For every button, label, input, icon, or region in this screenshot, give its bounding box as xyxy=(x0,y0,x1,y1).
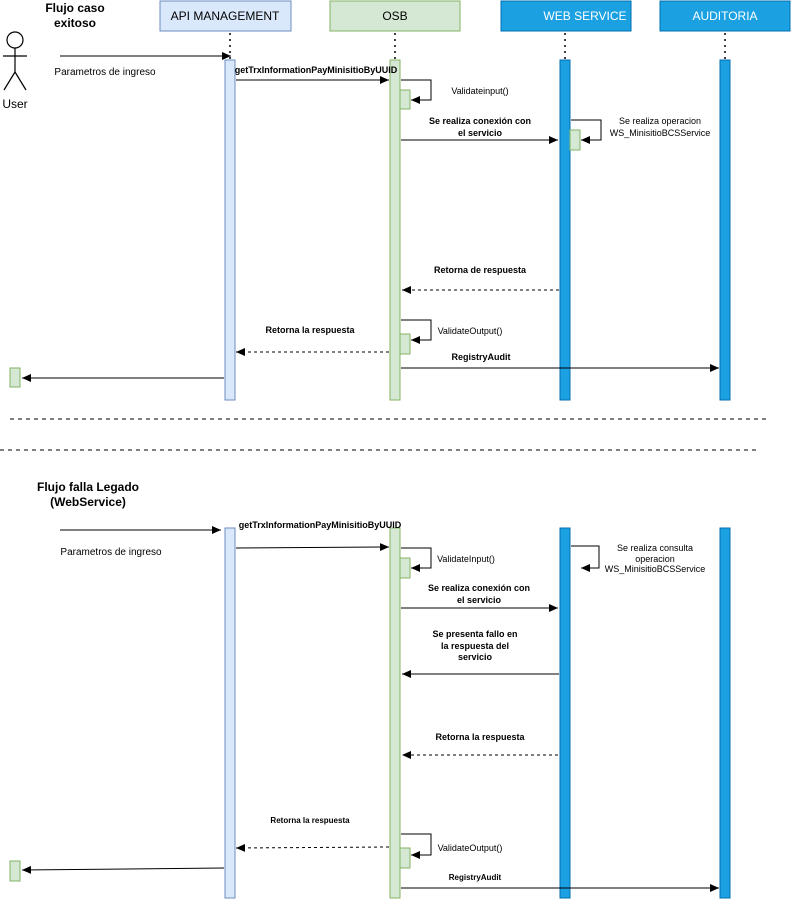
flow2-call-label: getTrxInformationPayMinisitioByUUID xyxy=(239,520,402,530)
flow1-call-label: getTrxInformationPayMinisitioByUUID xyxy=(235,65,398,75)
svg-text:AUDITORIA: AUDITORIA xyxy=(692,9,757,23)
flow2-user-return-arrow xyxy=(21,865,225,874)
flow1-title-line2: exitoso xyxy=(54,16,96,30)
flow1-connect-label-2: el servicio xyxy=(458,128,503,138)
flow2-return-api-arrow xyxy=(235,843,390,852)
flow2-params-label: Parametros de ingreso xyxy=(60,547,162,558)
flow2-failure-label-3: servicio xyxy=(458,652,493,662)
flow1-operation-label-2: WS_MinisitioBCSService xyxy=(610,128,711,138)
flow2-return-osb-label: Retorna la respuesta xyxy=(435,732,525,742)
flow1-connect-label-1: Se realiza conexión con xyxy=(429,116,531,126)
flow1-validate-input-label: Validateinput() xyxy=(451,86,508,96)
flow2-operation-arrow xyxy=(571,545,600,572)
participant-auditoria: AUDITORIA xyxy=(659,0,791,32)
flow1-ws-self-activation xyxy=(569,129,581,151)
flow1-ws-activation xyxy=(559,59,571,401)
flow2-call-arrow xyxy=(235,543,390,552)
flow1-osb-self-activation-1 xyxy=(399,89,411,110)
flow1-osb-self-activation-2 xyxy=(399,333,411,355)
flow2-osb-activation xyxy=(389,527,401,899)
flow2-connect-label-1: Se realiza conexión con xyxy=(428,583,530,593)
flow1-return-api-label: Retorna la respuesta xyxy=(265,325,355,335)
flow2-validate-input-label: ValidateInput() xyxy=(437,554,495,564)
flow1-api-activation xyxy=(224,59,236,401)
flow1-registry-label: RegistryAudit xyxy=(451,352,510,362)
flow2-return-api-label: Retorna la respuesta xyxy=(270,816,350,825)
user-actor-icon xyxy=(3,31,27,91)
svg-text:API MANAGEMENT: API MANAGEMENT xyxy=(171,9,280,23)
flow2-api-activation xyxy=(224,527,236,899)
flow2-operation-label-1: Se realiza consulta xyxy=(617,543,693,553)
flow2-osb-self-activation-2 xyxy=(399,847,411,869)
flow1-title-line1: Flujo caso xyxy=(45,1,104,15)
flow1-params-label: Parametros de ingreso xyxy=(54,67,156,78)
flow2-operation-label-3: WS_MinisitioBCSService xyxy=(605,564,706,574)
flow1-validate-output-label: ValidateOutput() xyxy=(438,326,503,336)
participant-web-service: WEB SERVICE xyxy=(500,0,632,32)
flow2-osb-self-activation-1 xyxy=(399,557,411,579)
flow2-title-line1: Flujo falla Legado xyxy=(37,480,139,494)
flow1-return-response-label: Retorna de respuesta xyxy=(434,265,527,275)
flow1-osb-activation xyxy=(389,59,401,401)
participant-osb: OSB xyxy=(329,0,461,32)
flow2-ws-activation xyxy=(559,527,571,899)
flow1-operation-label-1: Se realiza operacion xyxy=(619,116,701,126)
flow2-user-activation xyxy=(9,860,21,882)
flow2-audit-activation xyxy=(719,527,731,899)
flow2-operation-label-2: operacion xyxy=(635,554,675,564)
flow2-title-line2: (WebService) xyxy=(50,495,126,509)
user-label: User xyxy=(2,97,27,111)
flow2-validate-output-arrow xyxy=(401,833,432,859)
flow2-registry-label: RegistryAudit xyxy=(449,873,502,882)
flow2-connect-label-2: el servicio xyxy=(457,595,502,605)
flow2-validate-input-arrow xyxy=(401,547,432,572)
flow2-validate-output-label: ValidateOutput() xyxy=(438,843,503,853)
flow1-user-activation xyxy=(9,367,21,388)
flow2-failure-label-2: la respuesta del xyxy=(441,641,509,651)
flow2-failure-label-1: Se presenta fallo en xyxy=(432,629,517,639)
flow1-operation-arrow xyxy=(571,119,602,144)
lifeline-stubs xyxy=(229,33,726,60)
flow1-audit-activation xyxy=(719,59,731,401)
participant-api-management: API MANAGEMENT xyxy=(159,0,292,32)
svg-text:WEB SERVICE: WEB SERVICE xyxy=(543,9,626,23)
flow1-validate-output-arrow xyxy=(401,319,432,344)
flow1-validate-input-arrow xyxy=(401,79,432,104)
svg-text:OSB: OSB xyxy=(382,9,407,23)
